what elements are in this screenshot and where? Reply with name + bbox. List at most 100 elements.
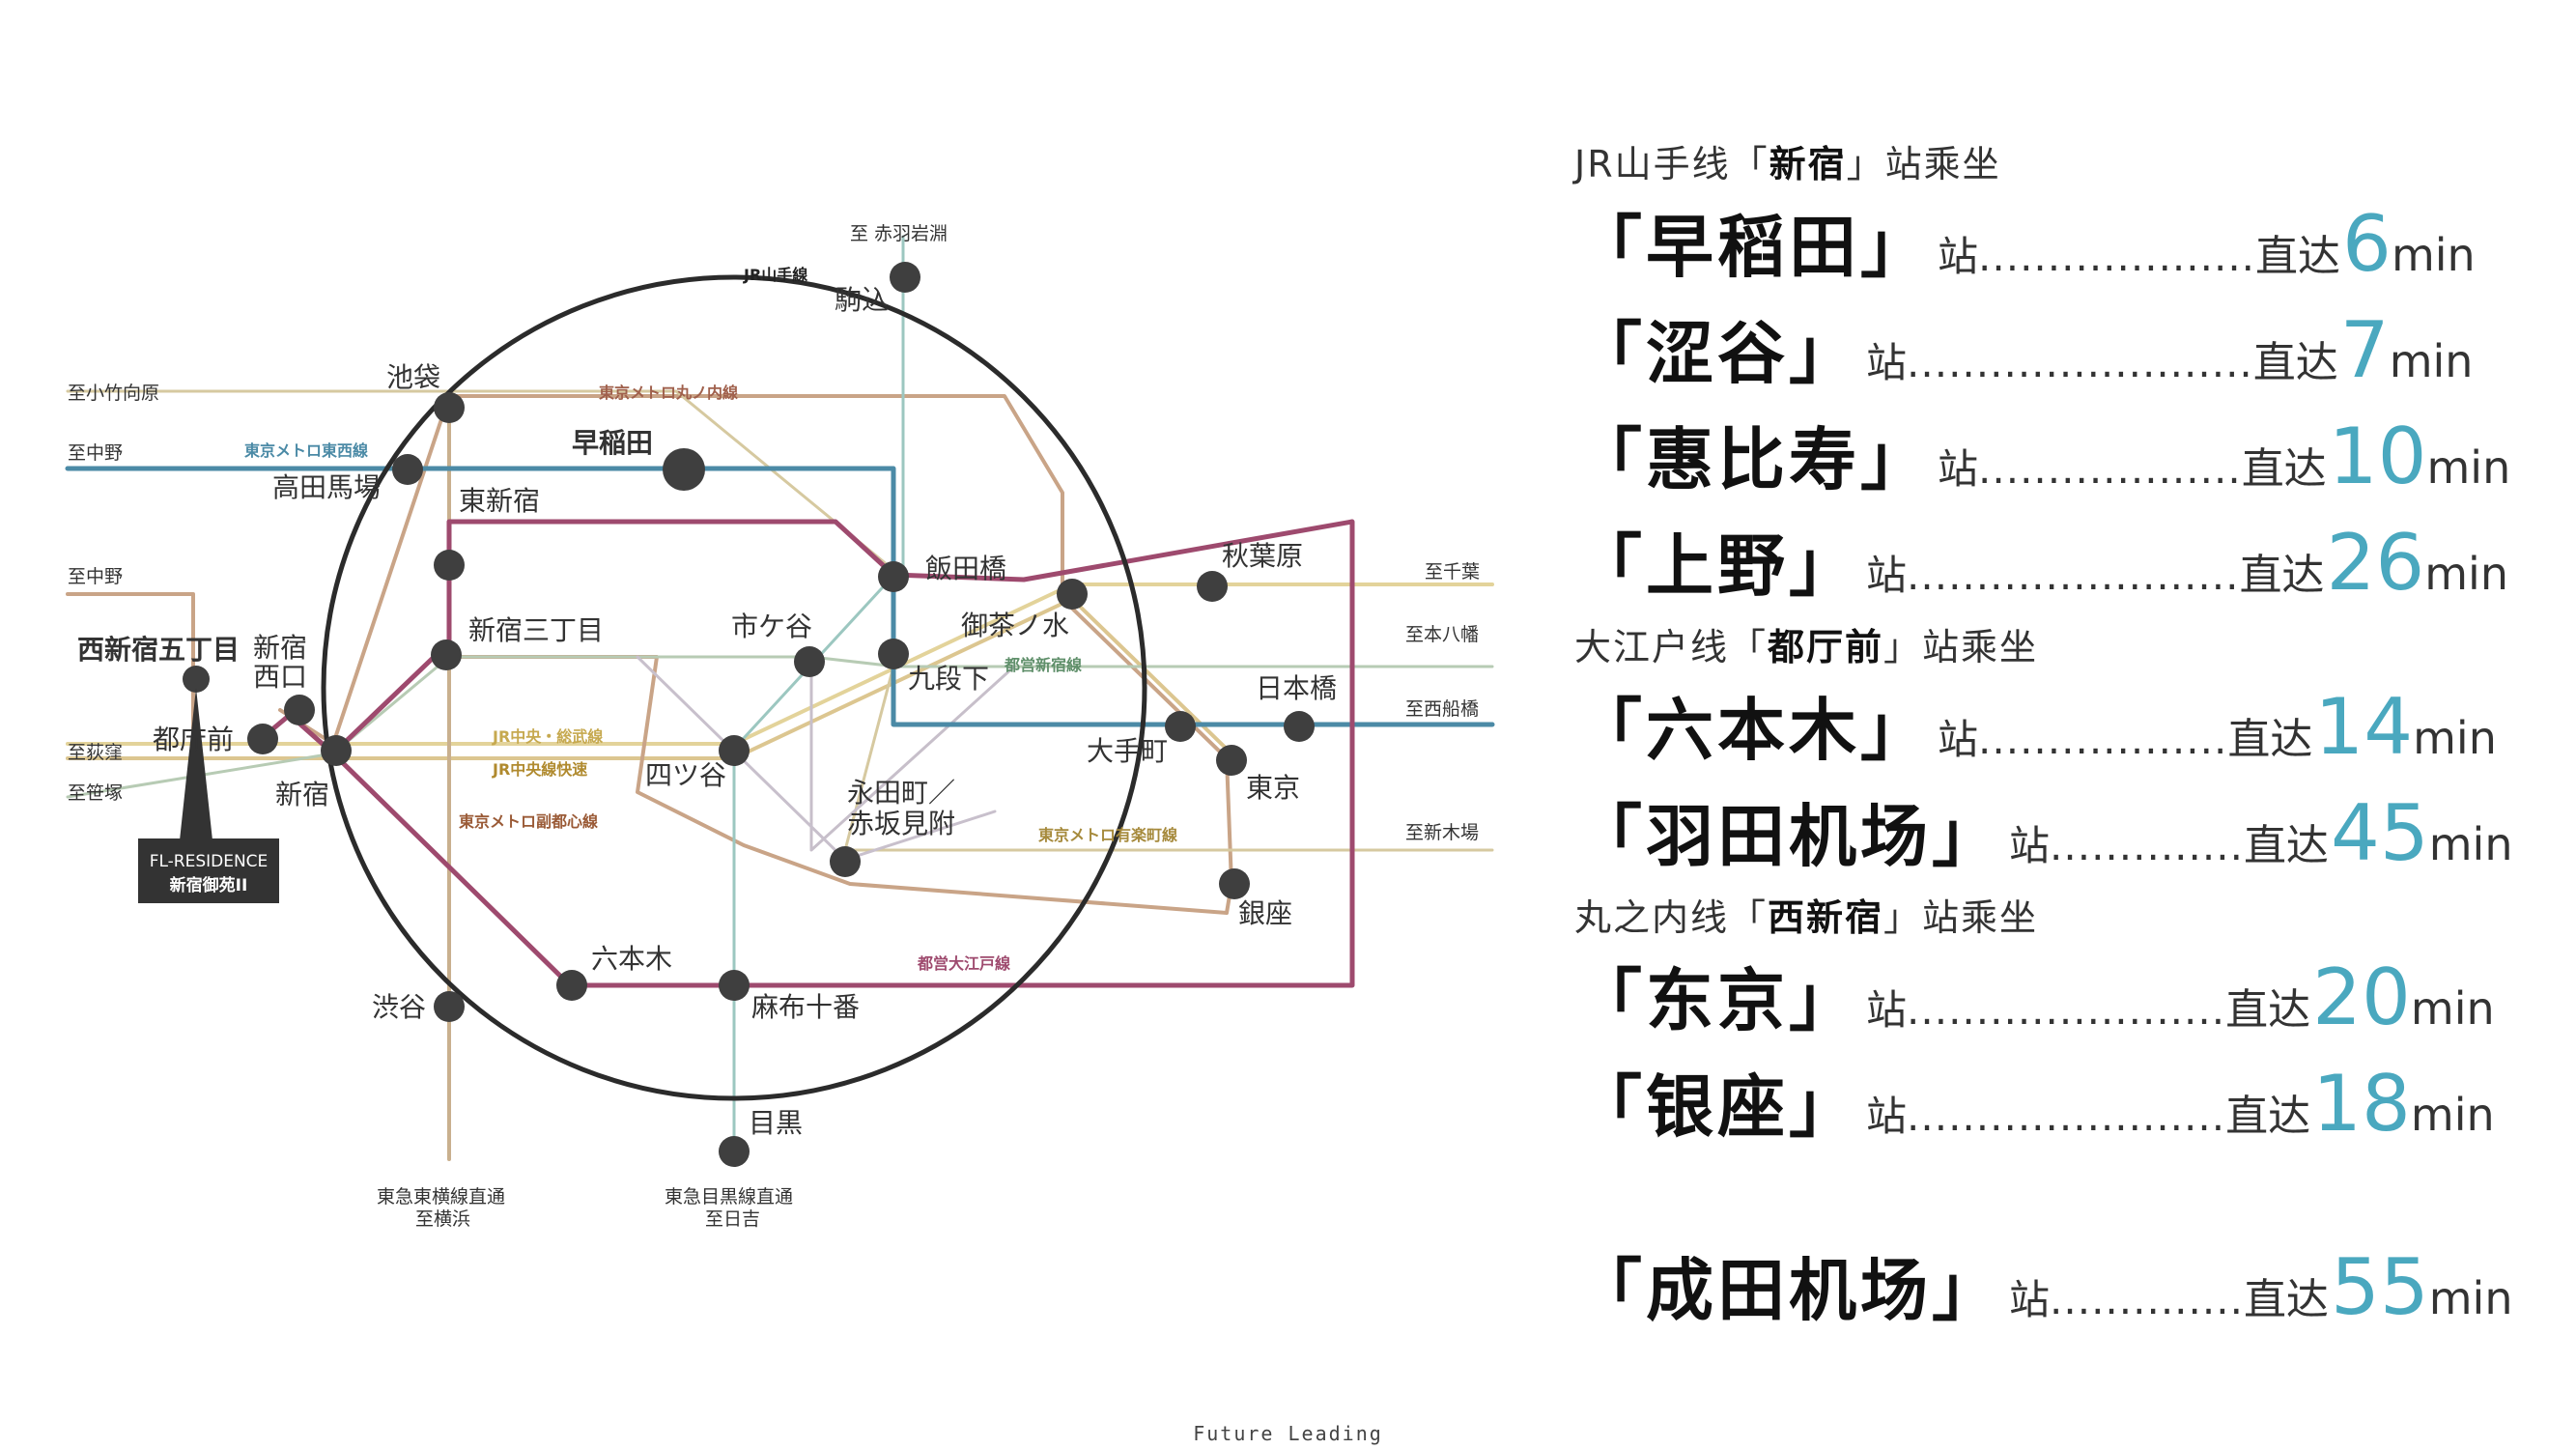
station-ginza[interactable] — [1219, 868, 1250, 899]
station-higashi-shinjuku[interactable] — [434, 550, 465, 581]
minutes-value: 7 — [2339, 305, 2390, 395]
station-ichigaya[interactable] — [794, 646, 825, 677]
travel-time-panel: JR山手线「新宿」站乘坐 「早稻田」站.................... 直… — [1574, 135, 2550, 1343]
label-ichigaya: 市ケ谷 — [731, 611, 812, 642]
sec1-post: 」站乘坐 — [1846, 143, 2001, 185]
direct-label: 直达 — [2225, 1092, 2311, 1141]
station-tochomae[interactable] — [247, 724, 278, 754]
station-tokyo[interactable] — [1216, 745, 1247, 776]
line-tozai — [65, 466, 1495, 727]
station-waseda[interactable] — [663, 448, 705, 491]
linelabel-oedo: 都営大江戸線 — [917, 954, 1010, 973]
dest-sasazuka: 至笹塚 — [68, 782, 123, 804]
minutes-value: 10 — [2328, 412, 2427, 501]
station-suffix: 站 — [1866, 552, 1908, 599]
line-marunouchi — [66, 592, 195, 753]
label-higashi-shinjuku: 東新宿 — [459, 485, 540, 517]
station-nagatacho[interactable] — [830, 846, 861, 877]
leader-dots: ................... — [1978, 445, 2242, 493]
station-takadanobaba[interactable] — [392, 454, 423, 485]
station-meguro[interactable] — [719, 1136, 750, 1167]
station-shinjuku-sanchome[interactable] — [431, 639, 462, 670]
station-suffix: 站 — [1938, 716, 1979, 763]
station-suffix: 站 — [1938, 445, 1979, 493]
label-waseda: 早稲田 — [572, 427, 653, 459]
label-meguro: 目黒 — [749, 1107, 803, 1139]
station-shinjuku[interactable] — [321, 735, 352, 766]
sec3-station: 西新宿 — [1768, 896, 1884, 939]
dest-motoyawata: 至本八幡 — [1405, 624, 1479, 645]
destination-name: 「六本木」 — [1574, 690, 1932, 770]
station-iidabashi[interactable] — [878, 561, 909, 592]
label-shinjuku-nishiguchi-1: 新宿 — [253, 632, 307, 664]
station-suffix: 站 — [1866, 986, 1908, 1034]
direct-label: 直达 — [2243, 821, 2329, 870]
destination-name: 「银座」 — [1574, 1066, 1860, 1147]
leader-dots: .................... — [1978, 233, 2256, 280]
label-kudanshita: 九段下 — [908, 663, 989, 695]
dest-kotakemukaihara: 至小竹向原 — [68, 383, 159, 404]
residence-label-1: FL-RESIDENCE — [150, 852, 269, 871]
station-suffix: 站 — [1866, 339, 1908, 386]
section-header-shinjuku: JR山手线「新宿」站乘坐 — [1574, 135, 2550, 193]
minutes-value: 26 — [2326, 518, 2425, 608]
station-azabujuban[interactable] — [719, 970, 750, 1001]
minutes-unit: min — [2389, 335, 2474, 387]
label-azabujuban: 麻布十番 — [751, 991, 860, 1023]
station-ikebukuro[interactable] — [434, 392, 465, 423]
destination-name: 「羽田机场」 — [1574, 796, 2003, 876]
label-shinjuku: 新宿 — [275, 779, 329, 810]
label-yotsuya: 四ツ谷 — [645, 759, 726, 791]
station-kudanshita[interactable] — [878, 639, 909, 669]
leader-dots: ....................... — [1907, 986, 2226, 1034]
minutes-unit: min — [2410, 982, 2495, 1035]
station-akihabara[interactable] — [1197, 571, 1228, 602]
minutes-unit: min — [2410, 1089, 2495, 1141]
residence-pointer — [180, 688, 212, 840]
direct-label: 直达 — [2243, 1275, 2329, 1324]
leader-dots: .............. — [2050, 822, 2244, 869]
dest-nakano-1: 至中野 — [68, 442, 123, 464]
station-yotsuya[interactable] — [719, 735, 750, 766]
destination-name: 「早稻田」 — [1574, 207, 1932, 287]
dest-nakano-2: 至中野 — [68, 566, 123, 587]
dest-ogikubo: 至荻窪 — [68, 742, 123, 763]
section-header-nishishinjuku: 丸之内线「西新宿」站乘坐 — [1574, 889, 2550, 947]
route-map: FL-RESIDENCE 新宿御苑II 駒込 池袋 早稲田 高田馬場 東新宿 新… — [65, 223, 1495, 1230]
label-komagome: 駒込 — [835, 284, 889, 316]
station-nihonbashi[interactable] — [1284, 711, 1315, 742]
residence-label-2: 新宿御苑II — [170, 875, 248, 895]
station-otemachi[interactable] — [1165, 711, 1196, 742]
minutes-unit: min — [2413, 712, 2497, 764]
dest-nishifunabashi: 至西船橋 — [1405, 698, 1479, 720]
dest-meguro-1: 東急目黒線直通 — [665, 1186, 793, 1208]
sec2-post: 」站乘坐 — [1883, 626, 2039, 668]
sec2-pre: 大江户线「 — [1574, 626, 1769, 668]
destination-name: 「惠比寿」 — [1574, 419, 1932, 499]
direct-label: 直达 — [2239, 551, 2325, 600]
dest-toyoko-1: 東急東横線直通 — [377, 1186, 505, 1208]
station-shinjuku-nishiguchi[interactable] — [284, 695, 315, 725]
station-roppongi[interactable] — [556, 970, 587, 1001]
leader-dots: ......................... — [1907, 339, 2253, 386]
station-ochanomizu[interactable] — [1057, 579, 1088, 610]
label-shinjuku-nishiguchi-2: 西口 — [253, 661, 307, 693]
label-akihabara: 秋葉原 — [1222, 540, 1303, 572]
leader-dots: .............. — [2050, 1276, 2244, 1323]
label-shibuya: 渋谷 — [372, 991, 426, 1023]
linelabel-chuo-sobu: JR中央・総武線 — [492, 727, 603, 746]
label-ginza: 銀座 — [1238, 897, 1292, 929]
station-shibuya[interactable] — [434, 991, 465, 1022]
sec2-station: 都厅前 — [1768, 626, 1884, 668]
label-ikebukuro: 池袋 — [386, 361, 440, 393]
leader-dots: ........................ — [1907, 552, 2240, 599]
station-komagome[interactable] — [890, 262, 920, 293]
station-nishishinjuku-gochome[interactable] — [183, 666, 210, 693]
destination-name: 「成田机场」 — [1574, 1250, 2003, 1330]
